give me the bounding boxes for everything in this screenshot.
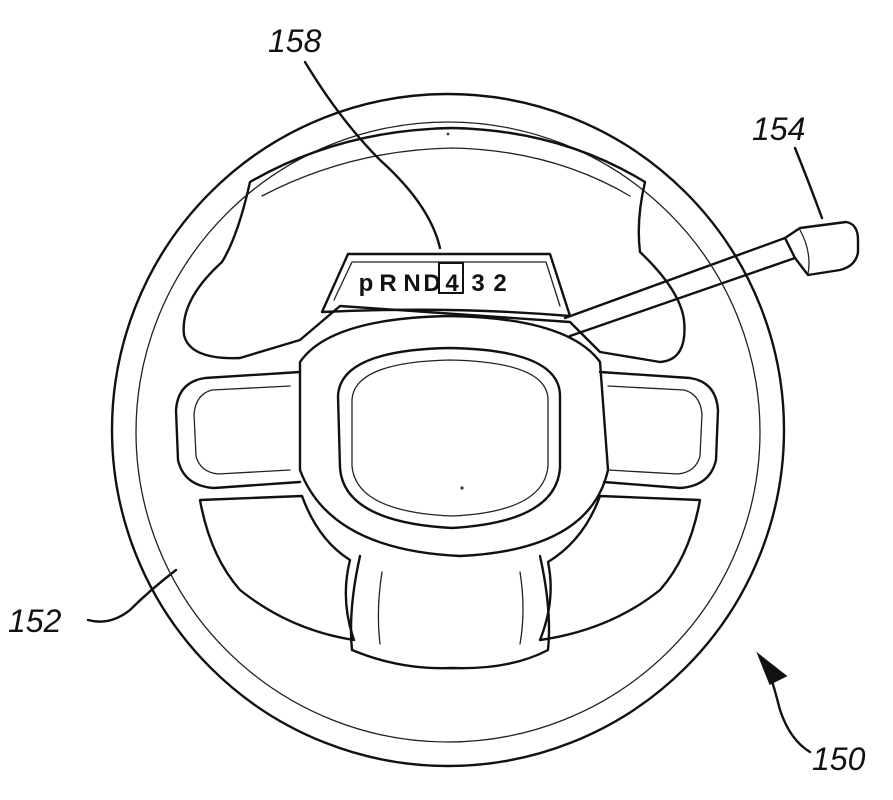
lower-left-opening <box>198 494 356 642</box>
center-mark <box>460 486 464 490</box>
ref-152: 152 <box>8 603 62 639</box>
upper-opening-inner <box>261 147 631 197</box>
gear-letter-3: 3 <box>471 270 484 297</box>
gear-letter-r: R <box>379 270 396 297</box>
ref-158: 158 <box>268 23 322 59</box>
lower-right-opening <box>538 494 702 642</box>
airbag-hub <box>298 314 610 558</box>
ref-150: 150 <box>812 741 866 777</box>
gear-letter-p: p <box>359 270 374 297</box>
gear-letter-n: N <box>403 270 420 297</box>
selected-gear-box <box>438 262 464 294</box>
leader-158 <box>303 60 442 250</box>
shifter-stalk <box>563 220 860 338</box>
ref-154: 154 <box>752 111 805 147</box>
lower-spoke <box>349 554 551 670</box>
steering-wheel-rim <box>110 92 786 768</box>
right-spoke <box>598 370 720 490</box>
gear-letter-2: 2 <box>493 270 506 297</box>
left-spoke <box>174 370 302 490</box>
gear-letter-4: 4 <box>445 270 459 297</box>
leader-154 <box>793 146 824 220</box>
gear-indicator <box>320 252 572 318</box>
gear-letter-d: D <box>423 270 440 297</box>
upper-opening <box>182 126 686 364</box>
arrowhead-150 <box>756 651 788 686</box>
leader-152 <box>86 568 178 623</box>
top-mark <box>446 132 450 136</box>
